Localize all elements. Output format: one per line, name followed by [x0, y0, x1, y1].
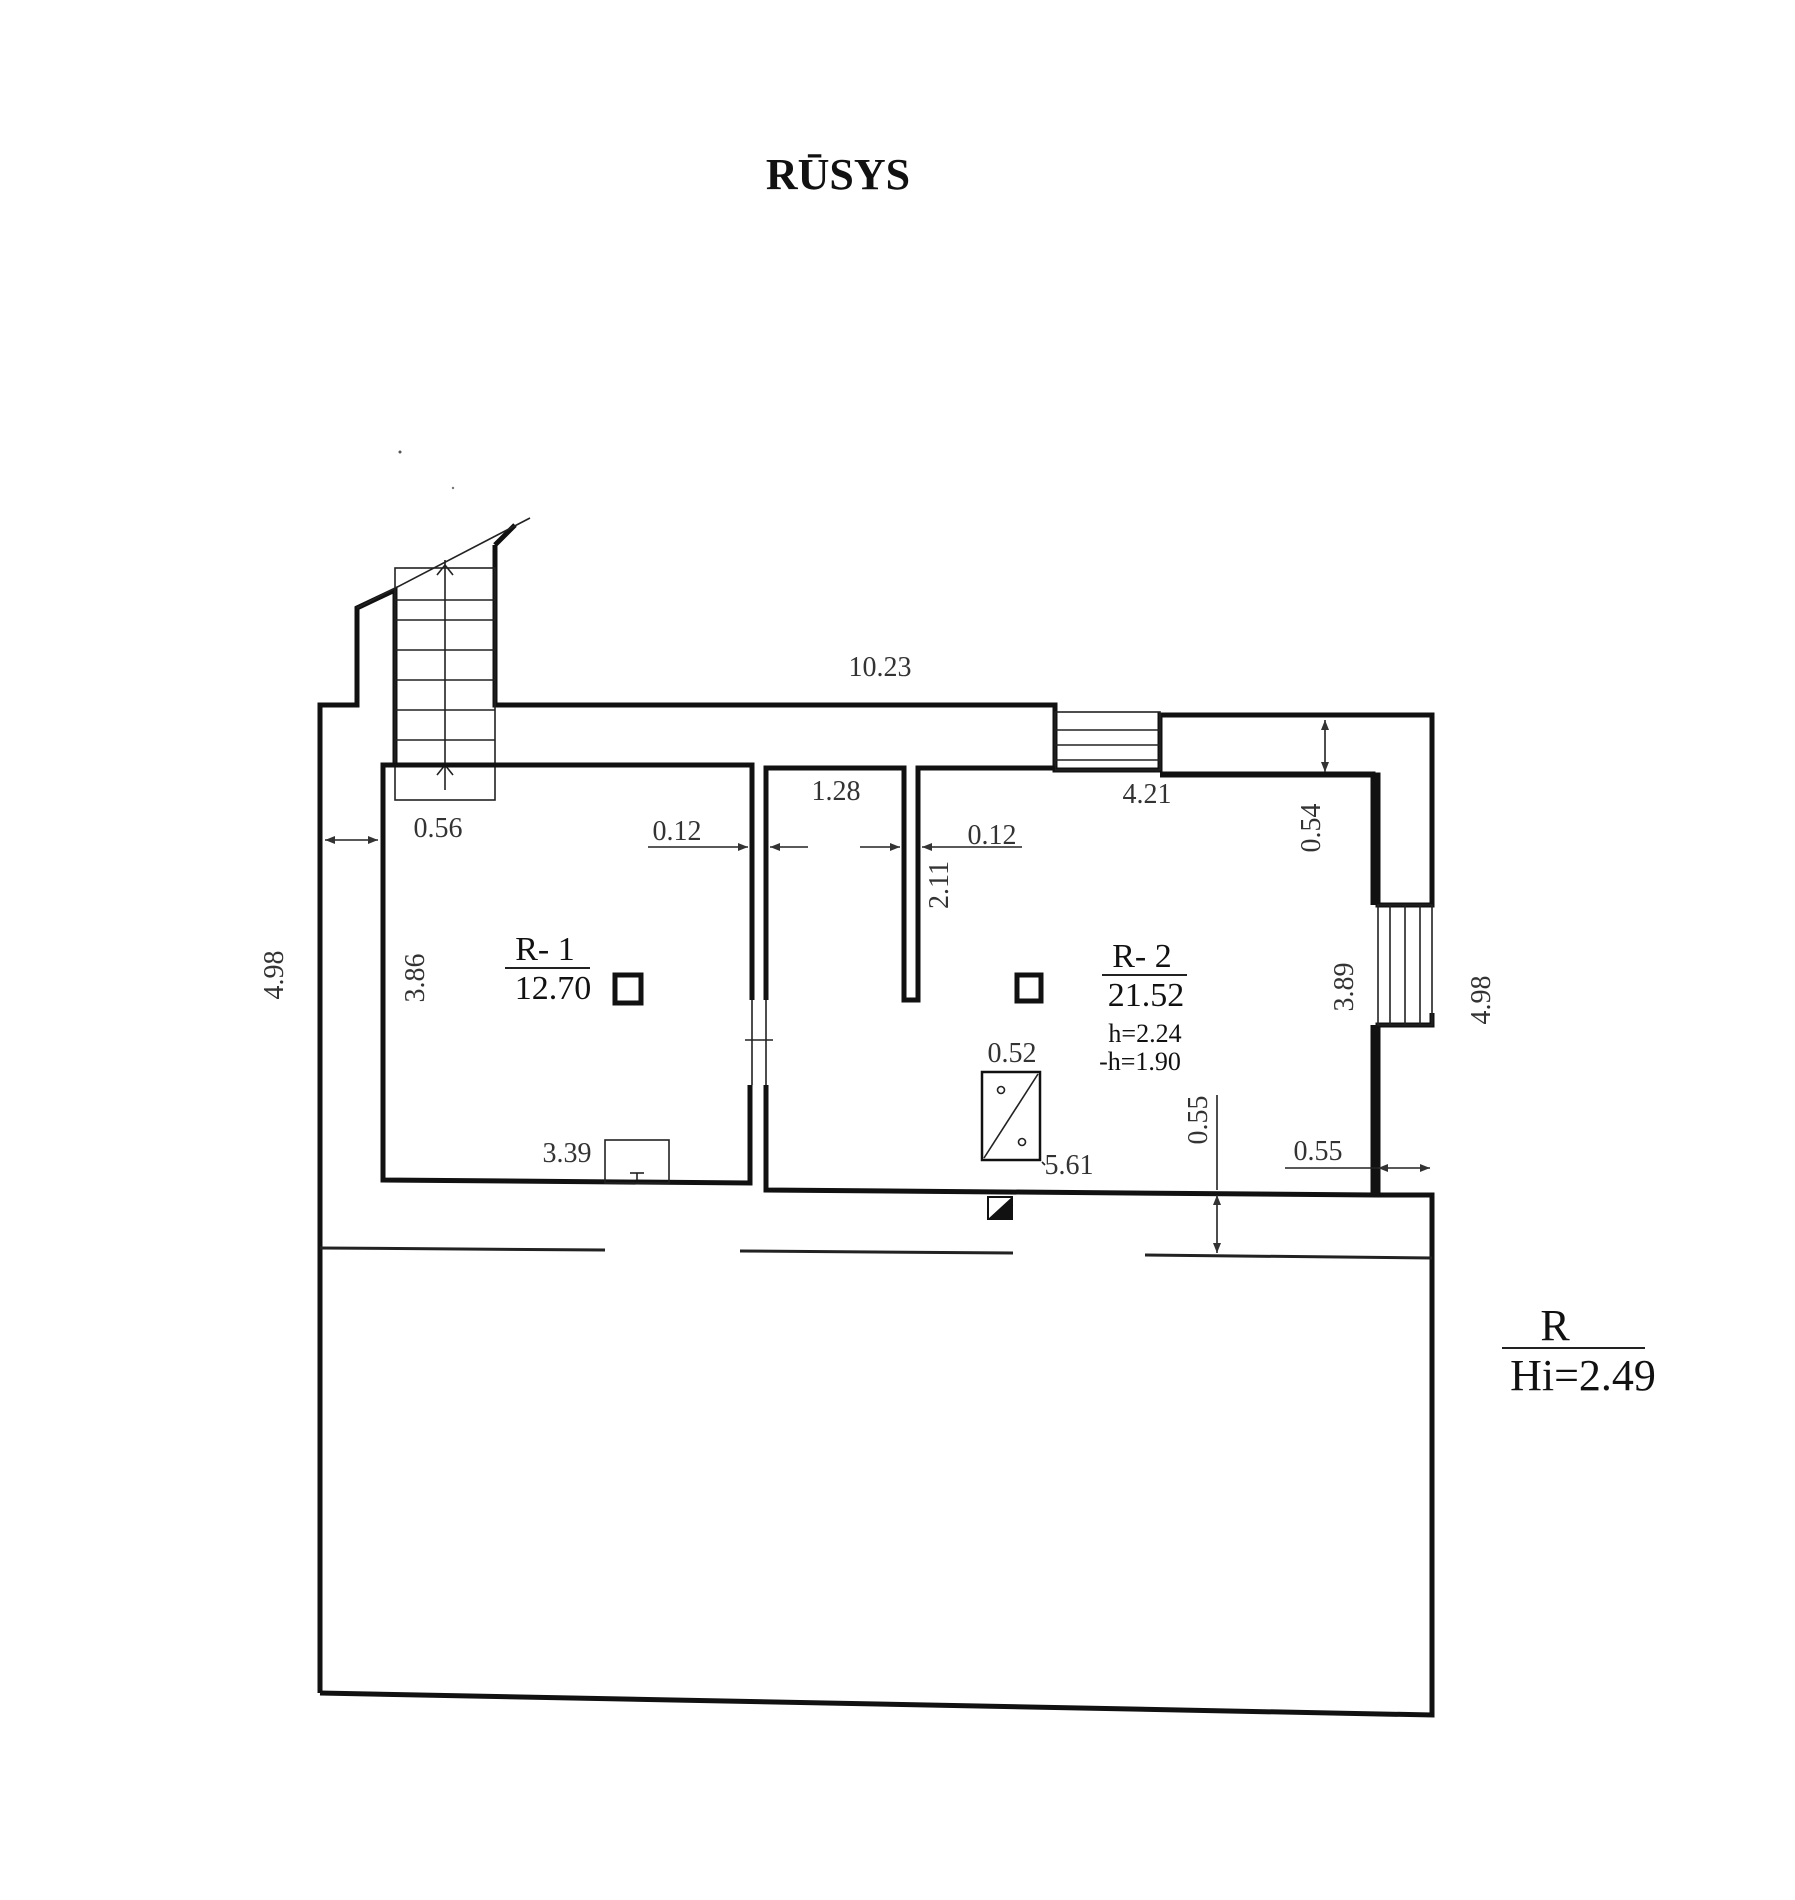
- scan-dot: [398, 450, 402, 454]
- room-r1-area: 12.70: [515, 970, 592, 1007]
- dim-fixture: 0.52: [988, 1038, 1037, 1069]
- grade-line: [319, 1246, 1433, 1260]
- room-r1-id: R- 1: [515, 931, 575, 968]
- level-height: Hi=2.49: [1510, 1351, 1656, 1400]
- room-r2-east-wall: [1160, 771, 1376, 905]
- stair-cut-line: [356, 517, 531, 609]
- boiler-fixture: [980, 1070, 1042, 1162]
- room-r2-area: 21.52: [1108, 977, 1185, 1014]
- room-r1-wall: [380, 762, 755, 1186]
- room-r2-south-wall: [763, 1025, 1376, 1198]
- outer-wall-east: [319, 1013, 1435, 1718]
- north-window: [1054, 711, 1161, 771]
- dim-partition-gap: 1.28: [812, 776, 861, 807]
- dim-r1-width: 3.39: [543, 1138, 592, 1169]
- room-r2-low-height: -h=1.90: [1099, 1047, 1181, 1076]
- dim-r2-width: 5.61: [1045, 1150, 1094, 1181]
- dim-top-width: 10.23: [849, 652, 912, 683]
- dim-partition-len: 2.11: [924, 861, 955, 909]
- column-marker-r1: [612, 972, 644, 1006]
- dim-niche-depth: 0.54: [1296, 804, 1327, 853]
- fixture-r1: [604, 1139, 670, 1184]
- dim-wall-r1: 0.12: [653, 816, 702, 847]
- outer-wall-right: [492, 545, 1435, 908]
- dim-top-right-run: 4.21: [1123, 779, 1172, 810]
- room-r2-wall: [763, 765, 1055, 1003]
- drain-symbol: [987, 1196, 1013, 1220]
- room-r2-id: R- 2: [1112, 938, 1172, 975]
- dim-left-height: 4.98: [259, 951, 290, 1000]
- dim-wall-r2: 0.12: [968, 820, 1017, 851]
- east-window: [1377, 904, 1433, 1026]
- dim-bottom-offset-h: 0.55: [1294, 1136, 1343, 1167]
- level-code: R: [1540, 1301, 1570, 1350]
- interior-door: [745, 1000, 773, 1085]
- dim-right-height: 4.98: [1466, 976, 1497, 1025]
- dim-r1-height: 3.86: [400, 954, 431, 1003]
- dim-bottom-offset-v: 0.55: [1183, 1096, 1214, 1145]
- room-r2-height: h=2.24: [1108, 1019, 1181, 1048]
- column-marker-r2: [1014, 972, 1044, 1004]
- dim-r2-height: 3.89: [1329, 963, 1360, 1012]
- dimension-arrows: [325, 720, 1430, 1253]
- scan-dot: [451, 486, 455, 490]
- plan-title: RŪSYS: [766, 150, 910, 199]
- dim-stair-offset: 0.56: [414, 813, 463, 844]
